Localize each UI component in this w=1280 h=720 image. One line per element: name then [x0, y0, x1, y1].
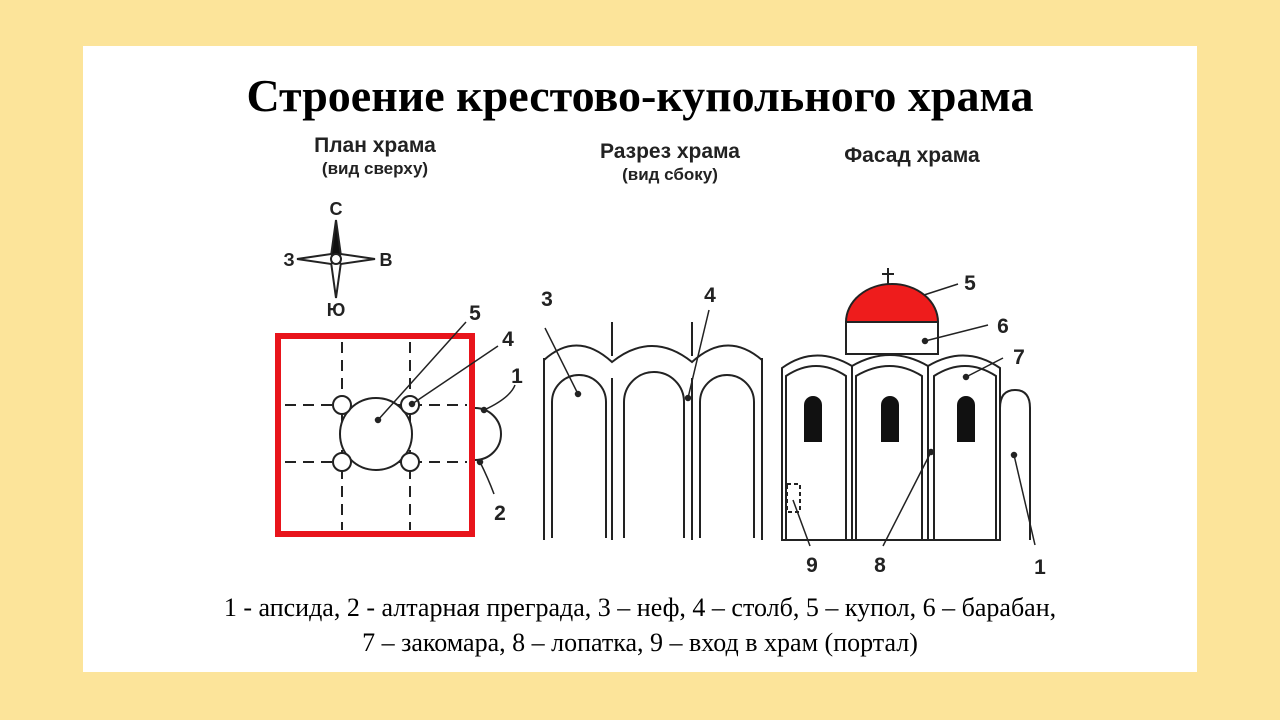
compass-east-label: В	[380, 250, 393, 270]
slide-title: Строение крестово-купольного храма	[246, 70, 1034, 121]
plan-outline-highlight	[275, 333, 475, 537]
section-subtitle: (вид сбоку)	[622, 165, 718, 184]
section-title: Разрез храма	[599, 140, 740, 163]
section-leader-lines	[544, 309, 710, 402]
section-drawing	[543, 322, 763, 540]
pillar-plan-se	[400, 452, 420, 472]
plan-subtitle: (вид сверху)	[321, 159, 429, 178]
facade-callout-9: 9	[806, 554, 818, 577]
facade-callout-8: 8	[874, 554, 886, 577]
facade-callout-7: 7	[1013, 346, 1025, 369]
section-callout-3: 3	[541, 288, 553, 311]
plan-callout-5: 5	[469, 302, 481, 325]
facade-windows	[804, 396, 975, 442]
legend: 1 - апсида, 2 - алтарная преграда, 3 – н…	[0, 590, 1280, 660]
compass-south-label: Ю	[327, 300, 346, 320]
section-callout-4: 4	[704, 284, 716, 307]
pillar-plan-sw	[332, 452, 352, 472]
compass-north-label: С	[330, 199, 343, 219]
pillar-plan-nw	[332, 395, 352, 415]
facade-leader-lines	[792, 283, 1036, 547]
slide-panel	[83, 46, 1197, 672]
plan-leader-lines	[374, 321, 516, 495]
dome-plan-circle	[339, 397, 413, 471]
legend-line-1: 1 - апсида, 2 - алтарная преграда, 3 – н…	[223, 593, 1057, 622]
plan-callout-1: 1	[511, 365, 523, 388]
facade-caption: Фасад храма	[812, 143, 1012, 169]
facade-callout-6: 6	[997, 315, 1009, 338]
facade-callout-1: 1	[1034, 556, 1046, 579]
plan-title: План храма	[314, 134, 436, 157]
facade-title: Фасад храма	[844, 144, 980, 167]
dome-facade	[844, 283, 940, 323]
plan-callout-2: 2	[494, 502, 506, 525]
compass-west-label: З	[283, 250, 294, 270]
facade-callout-5: 5	[964, 272, 976, 295]
drum-facade	[845, 321, 939, 355]
apse-plan-shape	[474, 407, 502, 461]
legend-line-2: 7 – закомара, 8 – лопатка, 9 – вход в хр…	[362, 628, 918, 657]
section-caption: Разрез храма (вид сбоку)	[560, 139, 780, 185]
plan-caption: План храма (вид сверху)	[275, 133, 475, 179]
facade-drawing	[781, 268, 1031, 541]
plan-callout-4: 4	[502, 328, 514, 351]
compass-rose	[296, 219, 376, 299]
